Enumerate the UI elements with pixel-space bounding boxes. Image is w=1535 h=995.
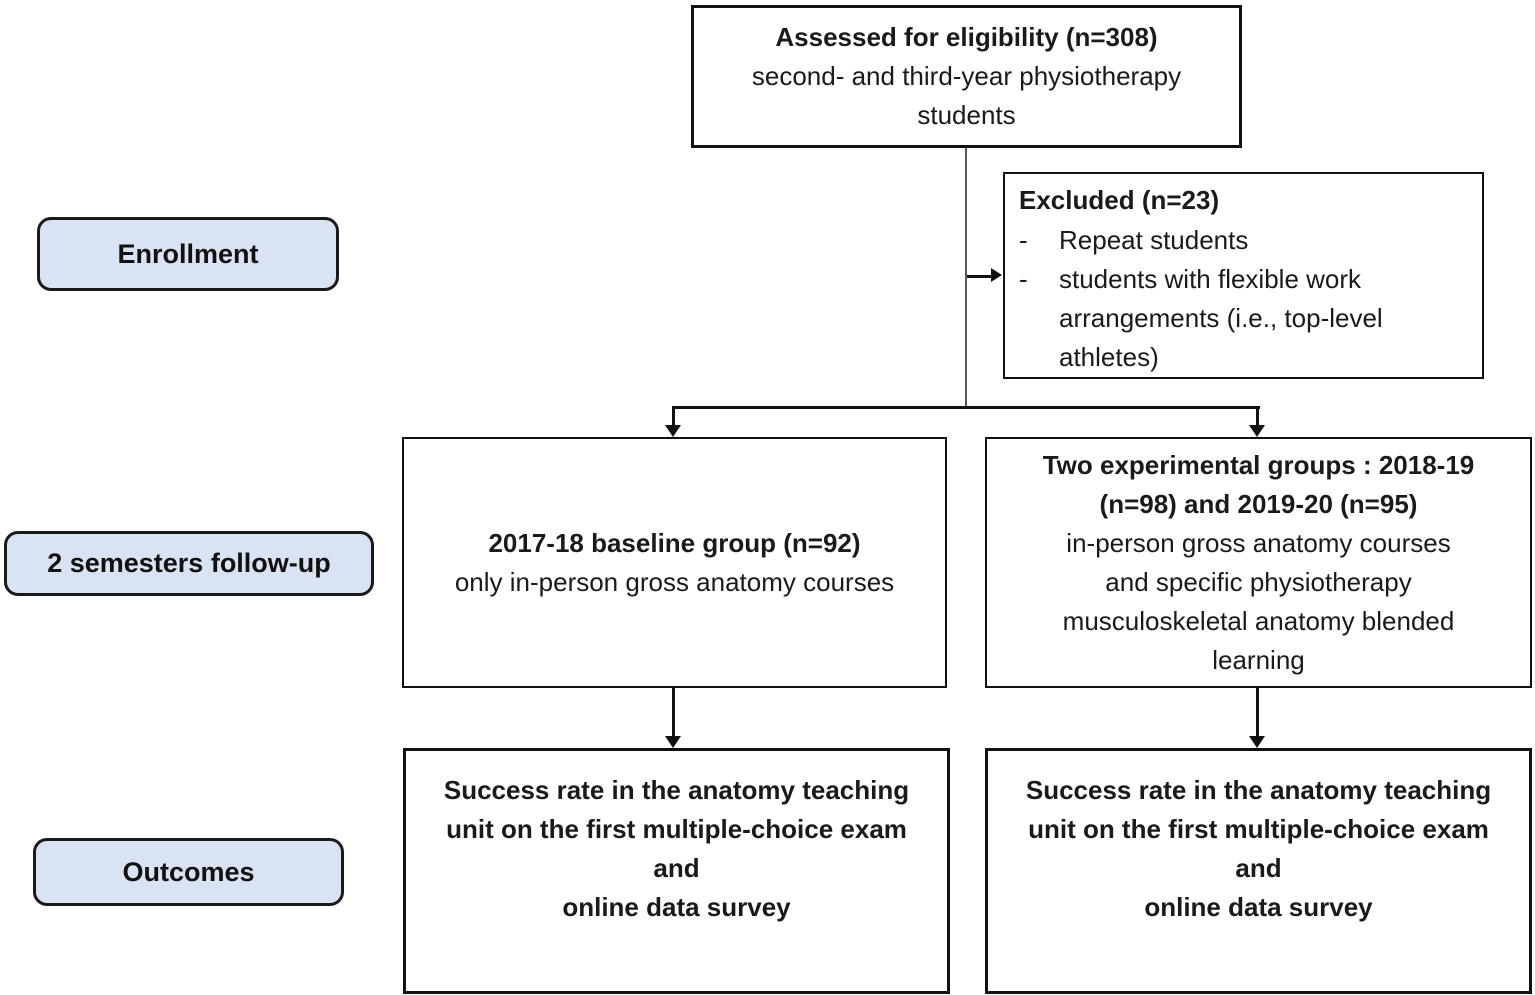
assessed-title: Assessed for eligibility (n=308)	[775, 22, 1158, 52]
outcome-text: Success rate in the anatomy teaching uni…	[443, 775, 910, 922]
excluded-item-text: students with flexible work arrangements…	[1059, 264, 1383, 372]
connector-excluded-line	[967, 275, 991, 278]
baseline-title: 2017-18 baseline group (n=92)	[488, 527, 861, 558]
outcome-box-baseline: Success rate in the anatomy teaching uni…	[403, 748, 950, 994]
connector-branch-horizontal-line	[672, 406, 1260, 409]
connector-branch-left-stub	[672, 406, 675, 427]
arrow-to-outcome-left-icon	[665, 736, 681, 748]
arrow-to-baseline-icon	[665, 425, 681, 437]
baseline-subtitle: only in-person gross anatomy courses	[454, 566, 895, 597]
excluded-box: Excluded (n=23) - Repeat students - stud…	[1003, 172, 1484, 379]
stage-label-followup: 2 semesters follow-up	[4, 531, 374, 596]
outcome-text: Success rate in the anatomy teaching uni…	[1025, 775, 1492, 922]
stage-label-text: 2 semesters follow-up	[47, 548, 331, 578]
connector-baseline-outcome-stub	[672, 688, 675, 737]
stage-label-outcomes: Outcomes	[33, 838, 344, 906]
connector-branch-right-stub	[1256, 406, 1259, 427]
connector-experimental-outcome-stub	[1256, 688, 1259, 737]
assessed-subtitle: second- and third-year physiotherapy stu…	[751, 61, 1182, 130]
stage-label-enrollment: Enrollment	[37, 217, 339, 291]
connector-top-vertical-line	[965, 148, 967, 408]
list-item: - Repeat students	[1019, 221, 1468, 260]
experimental-title: Two experimental groups : 2018-19 (n=98)…	[1042, 449, 1475, 519]
excluded-item-text: Repeat students	[1059, 225, 1249, 255]
experimental-subtitle: in-person gross anatomy courses and spec…	[1062, 527, 1455, 675]
arrow-to-outcome-right-icon	[1249, 736, 1265, 748]
experimental-groups-box: Two experimental groups : 2018-19 (n=98)…	[985, 437, 1532, 688]
list-item: - students with flexible work arrangemen…	[1019, 260, 1468, 377]
arrow-to-excluded-icon	[991, 268, 1002, 282]
stage-label-text: Outcomes	[122, 856, 255, 887]
excluded-title: Excluded (n=23)	[1019, 185, 1220, 215]
assessed-eligibility-box: Assessed for eligibility (n=308) second-…	[691, 5, 1242, 148]
baseline-group-box: 2017-18 baseline group (n=92) only in-pe…	[402, 437, 947, 688]
outcome-box-experimental: Success rate in the anatomy teaching uni…	[985, 748, 1532, 994]
arrow-to-experimental-icon	[1249, 425, 1265, 437]
stage-label-text: Enrollment	[117, 238, 259, 269]
bullet-dash-icon: -	[1019, 225, 1028, 255]
excluded-list: - Repeat students - students with flexib…	[1019, 221, 1468, 377]
bullet-dash-icon: -	[1019, 264, 1028, 294]
